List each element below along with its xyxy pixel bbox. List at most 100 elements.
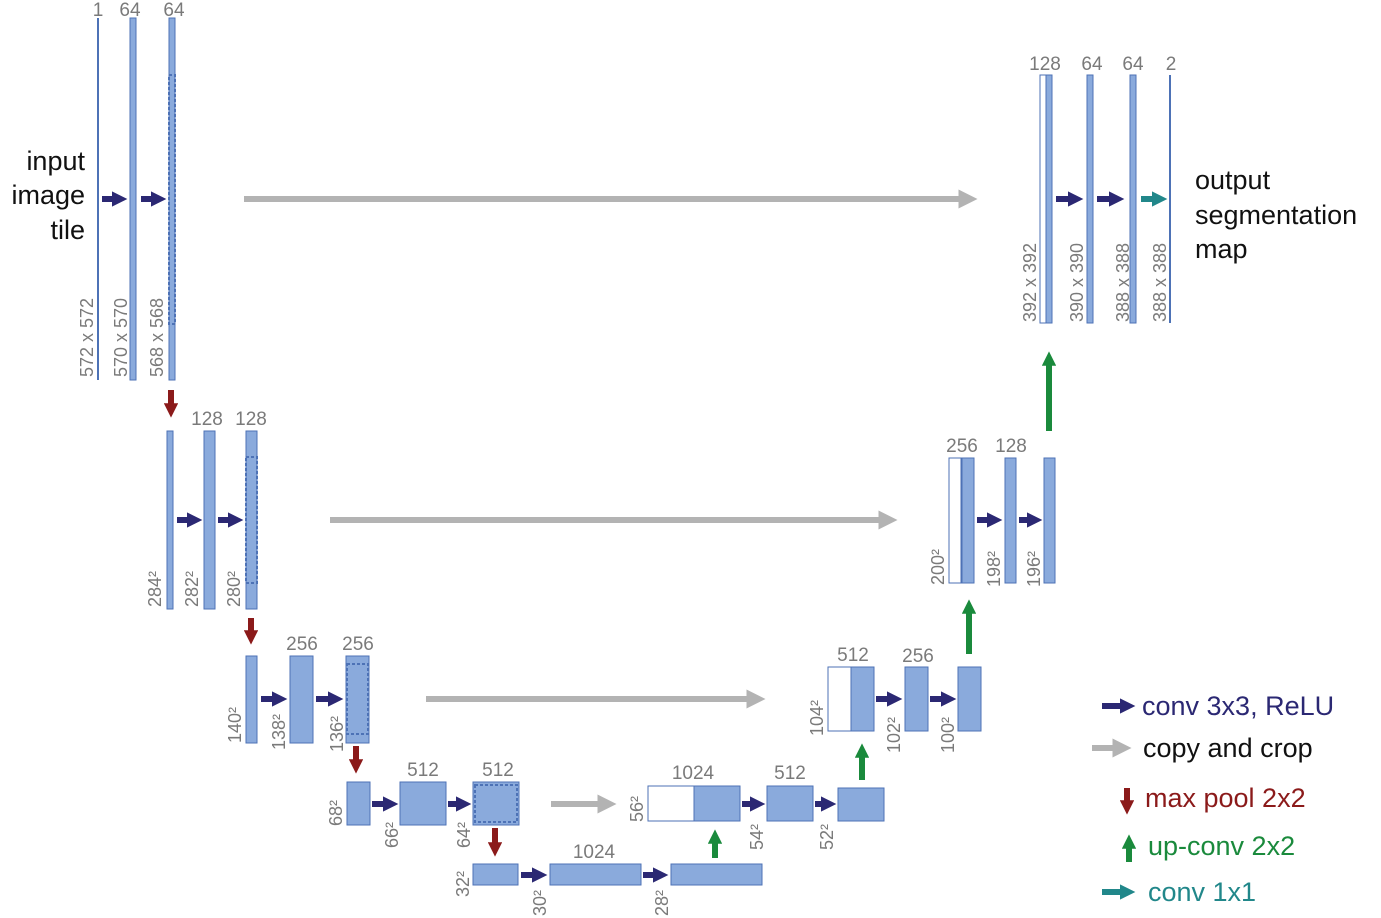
conv-arrows <box>102 191 1125 883</box>
feature-map <box>129 17 137 381</box>
feature-map <box>346 781 371 826</box>
size-label: 200² <box>928 549 948 585</box>
size-label: 28² <box>652 890 672 916</box>
copied-feature-map <box>827 666 852 732</box>
legend-up-label: up-conv 2x2 <box>1148 831 1295 861</box>
output-label: output segmentation map <box>1195 165 1357 264</box>
channel-label: 512 <box>774 763 806 784</box>
channel-label: 512 <box>837 645 869 666</box>
pool-arrows <box>163 390 503 857</box>
feature-map <box>166 430 174 610</box>
output-label-line: output <box>1195 165 1271 195</box>
feature-map <box>1045 74 1053 324</box>
input-label-line: tile <box>50 215 85 245</box>
input-label-line: input <box>26 146 85 176</box>
output-label-line: segmentation <box>1195 200 1357 230</box>
feature-map <box>670 863 763 886</box>
channel-label: 256 <box>342 634 374 655</box>
level-1-decoder: 128 64 64 2 392 x 392 390 x 390 388 x 38… <box>1020 54 1177 324</box>
size-label: 100² <box>938 717 958 753</box>
level-3-encoder: 256 256 140² 138² 136² <box>225 634 374 752</box>
channel-label: 64 <box>1081 54 1103 75</box>
channel-label: 512 <box>482 760 514 781</box>
channel-label: 128 <box>235 409 267 430</box>
size-label: 102² <box>884 717 904 753</box>
size-label: 64² <box>454 822 474 848</box>
size-label: 32² <box>453 871 473 897</box>
channel-label: 2 <box>1166 54 1177 75</box>
copied-feature-map <box>948 457 962 584</box>
crop-region <box>168 74 176 325</box>
channel-label: 256 <box>286 634 318 655</box>
channel-label: 64 <box>1122 54 1144 75</box>
legend-copy-label: copy and crop <box>1143 733 1313 763</box>
bottleneck: 1024 32² 30² 28² <box>453 842 763 916</box>
input-label-line: image <box>11 180 85 210</box>
size-label: 196² <box>1024 551 1044 587</box>
channel-label: 128 <box>1029 54 1061 75</box>
size-label: 54² <box>747 824 767 850</box>
size-label: 136² <box>327 716 347 752</box>
feature-map <box>1043 457 1056 584</box>
level-1-encoder: 1 64 64 572 x 572 570 x 570 568 x 568 <box>77 0 185 381</box>
channel-label: 1024 <box>672 763 715 784</box>
channel-label: 1024 <box>573 842 616 863</box>
feature-map <box>345 655 370 744</box>
feature-map <box>693 785 741 822</box>
size-label: 284² <box>145 571 165 607</box>
size-label: 66² <box>382 822 402 848</box>
size-label: 570 x 570 <box>111 298 131 377</box>
channel-label: 64 <box>163 0 185 21</box>
feature-map <box>957 666 982 732</box>
copied-feature-map <box>1039 74 1047 324</box>
size-label: 572 x 572 <box>77 298 97 377</box>
size-label: 282² <box>182 571 202 607</box>
crop-region <box>474 784 518 823</box>
size-label: 30² <box>530 890 550 916</box>
size-label: 140² <box>225 707 245 743</box>
legend-conv-label: conv 3x3, ReLU <box>1142 691 1334 721</box>
feature-map <box>472 781 520 826</box>
feature-map <box>549 863 642 886</box>
size-label: 568 x 568 <box>147 298 167 377</box>
feature-map <box>837 787 885 822</box>
crop-region <box>245 456 258 584</box>
feature-map <box>904 666 929 732</box>
level-2-encoder: 128 128 284² 282² 280² <box>145 409 267 610</box>
copied-feature-map <box>647 785 695 822</box>
size-label: 104² <box>807 700 827 736</box>
feature-map <box>1004 457 1017 584</box>
size-label: 52² <box>817 824 837 850</box>
output-label-line: map <box>1195 234 1248 264</box>
feature-map <box>472 863 519 886</box>
feature-map <box>203 430 216 610</box>
channel-label: 256 <box>946 436 978 457</box>
feature-map <box>850 666 875 732</box>
channel-label: 512 <box>407 760 439 781</box>
upconv-arrows <box>707 351 1057 858</box>
channel-label: 128 <box>995 436 1027 457</box>
copy-arrows <box>244 189 978 814</box>
channel-label: 1 <box>93 0 104 21</box>
feature-map <box>399 781 447 826</box>
level-4-decoder: 1024 512 56² 54² 52² <box>627 763 885 850</box>
feature-map <box>766 785 814 822</box>
channel-label: 64 <box>119 0 141 21</box>
legend-conv1-label: conv 1x1 <box>1148 877 1256 907</box>
level-2-decoder: 256 128 200² 198² 196² <box>928 436 1056 587</box>
feature-map <box>961 457 975 584</box>
size-label: 68² <box>326 800 346 826</box>
feature-map <box>1086 74 1094 324</box>
size-label: 138² <box>269 714 289 750</box>
channel-label: 128 <box>191 409 223 430</box>
channel-label: 256 <box>902 646 934 667</box>
size-label: 56² <box>627 796 647 822</box>
feature-map <box>245 655 258 744</box>
level-4-encoder: 512 512 68² 66² 64² <box>326 760 520 848</box>
feature-map <box>1129 74 1137 324</box>
size-label: 280² <box>224 571 244 607</box>
level-3-decoder: 512 256 104² 102² 100² <box>807 645 982 753</box>
size-label: 392 x 392 <box>1020 243 1040 322</box>
size-label: 388 x 388 <box>1150 243 1170 322</box>
